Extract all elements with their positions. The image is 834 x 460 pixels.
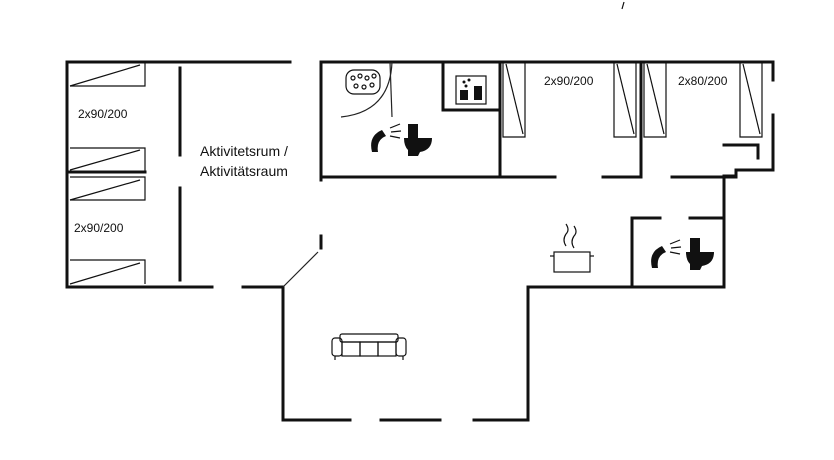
bed-west-1 [70, 61, 146, 87]
bed-east-4 [739, 62, 763, 138]
door-bath-leaf [389, 61, 393, 118]
fixtures [331, 69, 714, 360]
bed-west-3 [70, 176, 146, 201]
room-label-activity-line1: Aktivitetsrum / [200, 143, 288, 159]
room-label-east-bed-right: 2x80/200 [678, 74, 728, 88]
toilet-icon [404, 124, 432, 156]
bed-east-3-diag [646, 63, 665, 135]
shower-icon [371, 123, 402, 152]
bed-west-2 [70, 147, 146, 172]
room-label-west-bed-top: 2x90/200 [78, 107, 128, 121]
outer-wall-south-east [472, 168, 775, 422]
bed-east-2-diag [616, 63, 635, 135]
toilet-icon [686, 238, 714, 270]
bed-east-4-diag [742, 63, 761, 135]
outer-wall-west [65, 60, 292, 289]
bed-west-3-diag [69, 179, 141, 201]
bed-east-1-diag [505, 63, 524, 135]
cooking-pot-icon [550, 223, 594, 273]
bed-west-1-diag [69, 64, 141, 87]
door-living [282, 251, 319, 288]
room-labels: 2x90/200 2x90/200 Aktivitetsrum / Aktivi… [74, 74, 728, 235]
door-bath-arc [340, 61, 393, 118]
shower-icon [651, 239, 682, 268]
bed-west-4 [70, 259, 146, 284]
sauna-icon [455, 75, 487, 105]
bed-west-4-diag [69, 262, 141, 285]
edge-mark [621, 1, 625, 10]
room-label-activity-line2: Aktivitätsraum [200, 163, 288, 179]
bed-east-1 [502, 62, 526, 138]
walls [65, 60, 775, 422]
bed-east-2 [613, 62, 637, 138]
room-label-west-bed-bottom: 2x90/200 [74, 221, 124, 235]
sofa-icon [331, 333, 407, 360]
doors [282, 61, 393, 288]
room-label-east-bed-middle: 2x90/200 [544, 74, 594, 88]
bed-east-3 [643, 62, 667, 138]
beds [69, 61, 763, 285]
bed-west-2-diag [69, 149, 141, 171]
jacuzzi-icon [345, 69, 381, 95]
